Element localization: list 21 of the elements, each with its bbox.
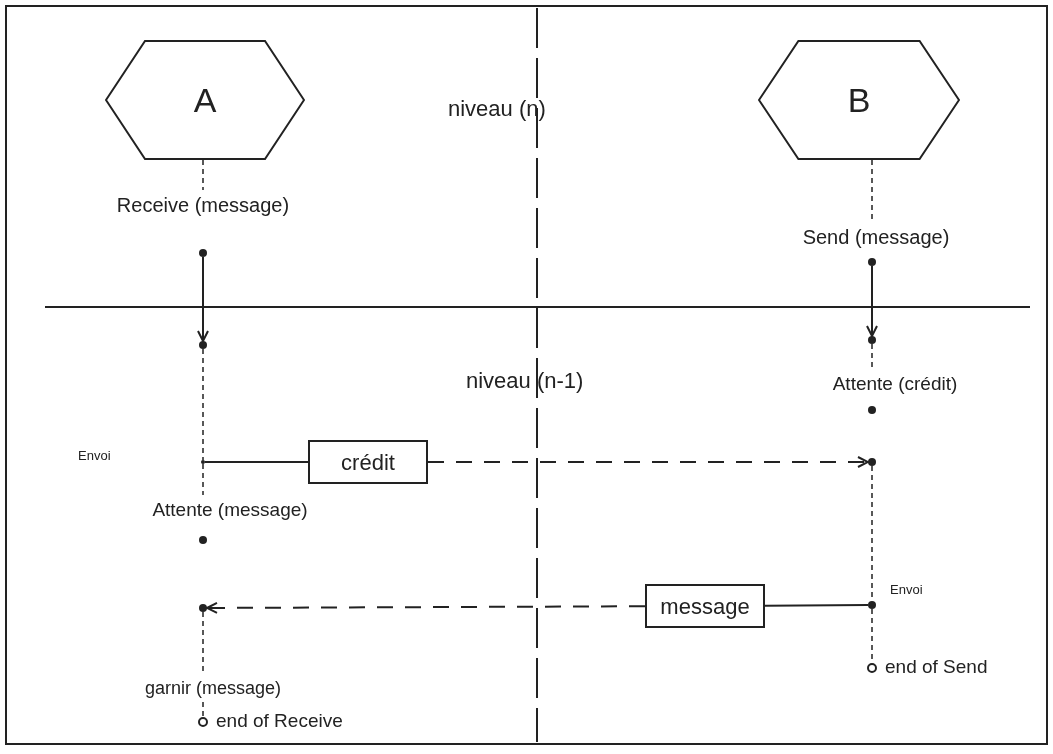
- process-name: B: [847, 79, 871, 121]
- connector-line: [764, 604, 869, 607]
- lifeline: [202, 159, 204, 191]
- annotation-label: niveau (n-1): [466, 367, 584, 395]
- arrow: [197, 256, 209, 342]
- arrow: [866, 265, 878, 337]
- process-hexagon: [758, 40, 960, 160]
- end-label: end of Send: [885, 655, 988, 679]
- message-box: crédit: [308, 440, 428, 484]
- lifeline: [202, 701, 204, 718]
- arrow: [427, 456, 869, 468]
- lifeline: [202, 348, 204, 461]
- connector-line: [204, 461, 309, 463]
- arrow: [206, 601, 646, 614]
- annotation-label: Envoi: [890, 581, 923, 599]
- lifeline: [202, 463, 204, 496]
- message-box: message: [645, 584, 765, 628]
- end-label: end of Receive: [216, 709, 343, 733]
- annotation-label: Envoi: [78, 447, 111, 465]
- process-name: A: [193, 79, 217, 121]
- process-hexagon: [105, 40, 305, 160]
